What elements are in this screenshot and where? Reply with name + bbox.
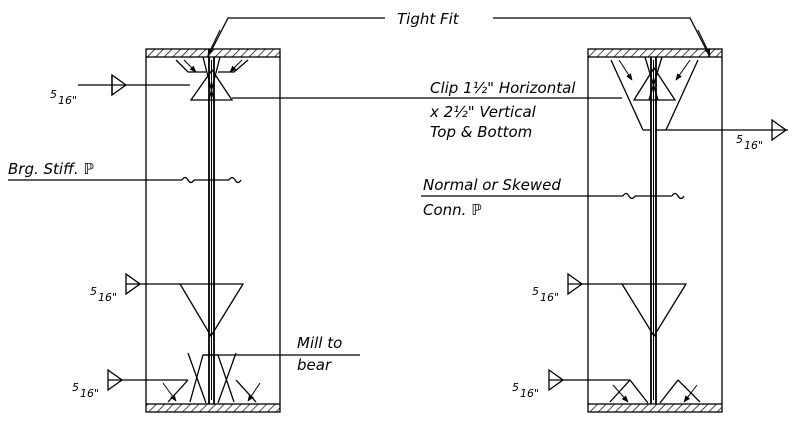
normal-skewed-label: Normal or Skewed bbox=[423, 176, 561, 194]
svg-text:": " bbox=[554, 291, 559, 304]
svg-text:16: 16 bbox=[80, 387, 94, 400]
weld-size-top-right: 5 16 " bbox=[736, 133, 763, 152]
left-top-flange bbox=[145, 48, 281, 58]
tight-fit-label: Tight Fit bbox=[397, 10, 460, 28]
svg-text:5: 5 bbox=[736, 133, 743, 146]
right-bottom-flange bbox=[587, 403, 723, 413]
conn-pl-label: Conn. ℙ bbox=[423, 201, 482, 219]
mill-to-bear-callout: Mill to bear bbox=[203, 334, 360, 374]
svg-text:5: 5 bbox=[532, 285, 539, 298]
svg-text:16: 16 bbox=[744, 139, 758, 152]
mill-to-label: Mill to bbox=[297, 334, 342, 352]
weld-size-bottom-left: 5 16 " bbox=[72, 381, 99, 400]
svg-text:": " bbox=[112, 291, 117, 304]
right-top-flange bbox=[587, 48, 723, 58]
svg-text:5: 5 bbox=[512, 381, 519, 394]
brg-stiff-label: Brg. Stiff. ℙ bbox=[8, 160, 94, 178]
svg-text:16: 16 bbox=[58, 94, 72, 107]
svg-text:16: 16 bbox=[540, 291, 554, 304]
svg-text:16: 16 bbox=[98, 291, 112, 304]
weld-size-mid-left: 5 16 " bbox=[90, 285, 117, 304]
clip-label-line2: x 2½" Vertical bbox=[429, 103, 537, 121]
svg-text:5: 5 bbox=[90, 285, 97, 298]
right-detail bbox=[421, 48, 788, 413]
svg-text:5: 5 bbox=[72, 381, 79, 394]
tight-fit-callout: Tight Fit bbox=[207, 10, 711, 58]
svg-text:": " bbox=[72, 94, 77, 107]
svg-text:5: 5 bbox=[50, 88, 57, 101]
svg-text:": " bbox=[534, 387, 539, 400]
clip-label-line3: Top & Bottom bbox=[430, 123, 532, 141]
svg-text:16: 16 bbox=[520, 387, 534, 400]
bear-label: bear bbox=[297, 356, 332, 374]
left-bottom-flange bbox=[145, 403, 281, 413]
svg-text:": " bbox=[94, 387, 99, 400]
clip-callout: Clip 1½" Horizontal x 2½" Vertical Top &… bbox=[232, 79, 622, 141]
weld-size-bottom-right: 5 16 " bbox=[512, 381, 539, 400]
weld-size-mid-right: 5 16 " bbox=[532, 285, 559, 304]
clip-label-line1: Clip 1½" Horizontal bbox=[430, 79, 576, 97]
left-detail bbox=[8, 48, 281, 413]
svg-text:": " bbox=[758, 139, 763, 152]
weld-size-top-left: 5 16 " bbox=[50, 88, 77, 107]
